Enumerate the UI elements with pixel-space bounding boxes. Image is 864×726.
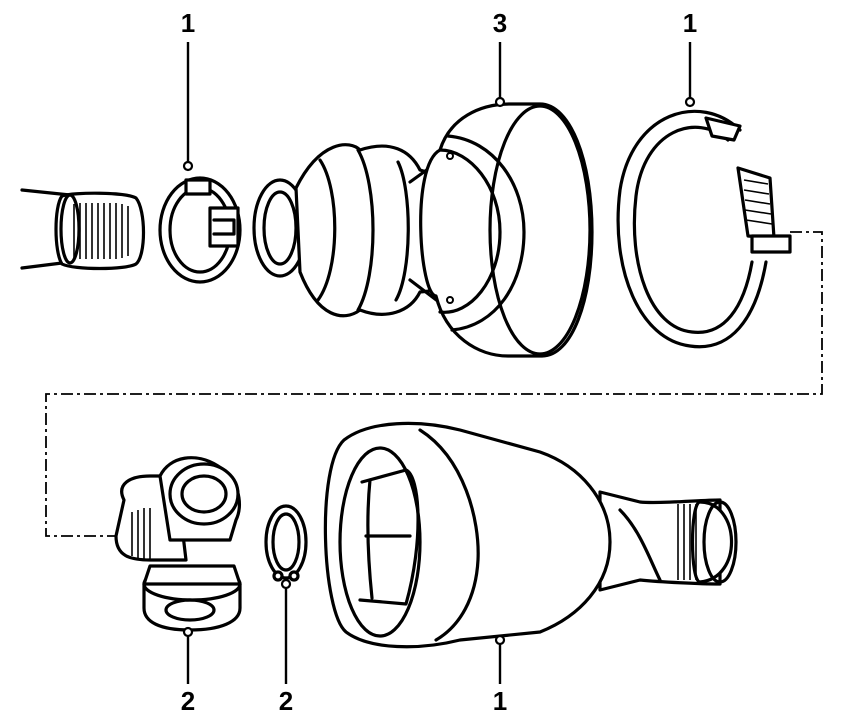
outer-cv-joint xyxy=(323,421,738,649)
callout-label: 1 xyxy=(180,8,196,38)
tripod-spider xyxy=(114,456,242,632)
assembly-line xyxy=(45,231,823,537)
small-boot-clamp xyxy=(158,176,242,284)
callout-label: 1 xyxy=(492,686,508,716)
large-boot-clamp xyxy=(616,109,792,349)
callout-label: 1 xyxy=(682,8,698,38)
callout-label: 3 xyxy=(492,8,508,38)
circlip xyxy=(264,504,308,582)
drive-shaft xyxy=(20,188,146,271)
callout-label: 2 xyxy=(278,686,294,716)
leader-lines xyxy=(182,42,696,684)
joint-housing xyxy=(419,102,594,358)
rubber-boot xyxy=(252,143,462,320)
callout-label: 2 xyxy=(180,686,196,716)
